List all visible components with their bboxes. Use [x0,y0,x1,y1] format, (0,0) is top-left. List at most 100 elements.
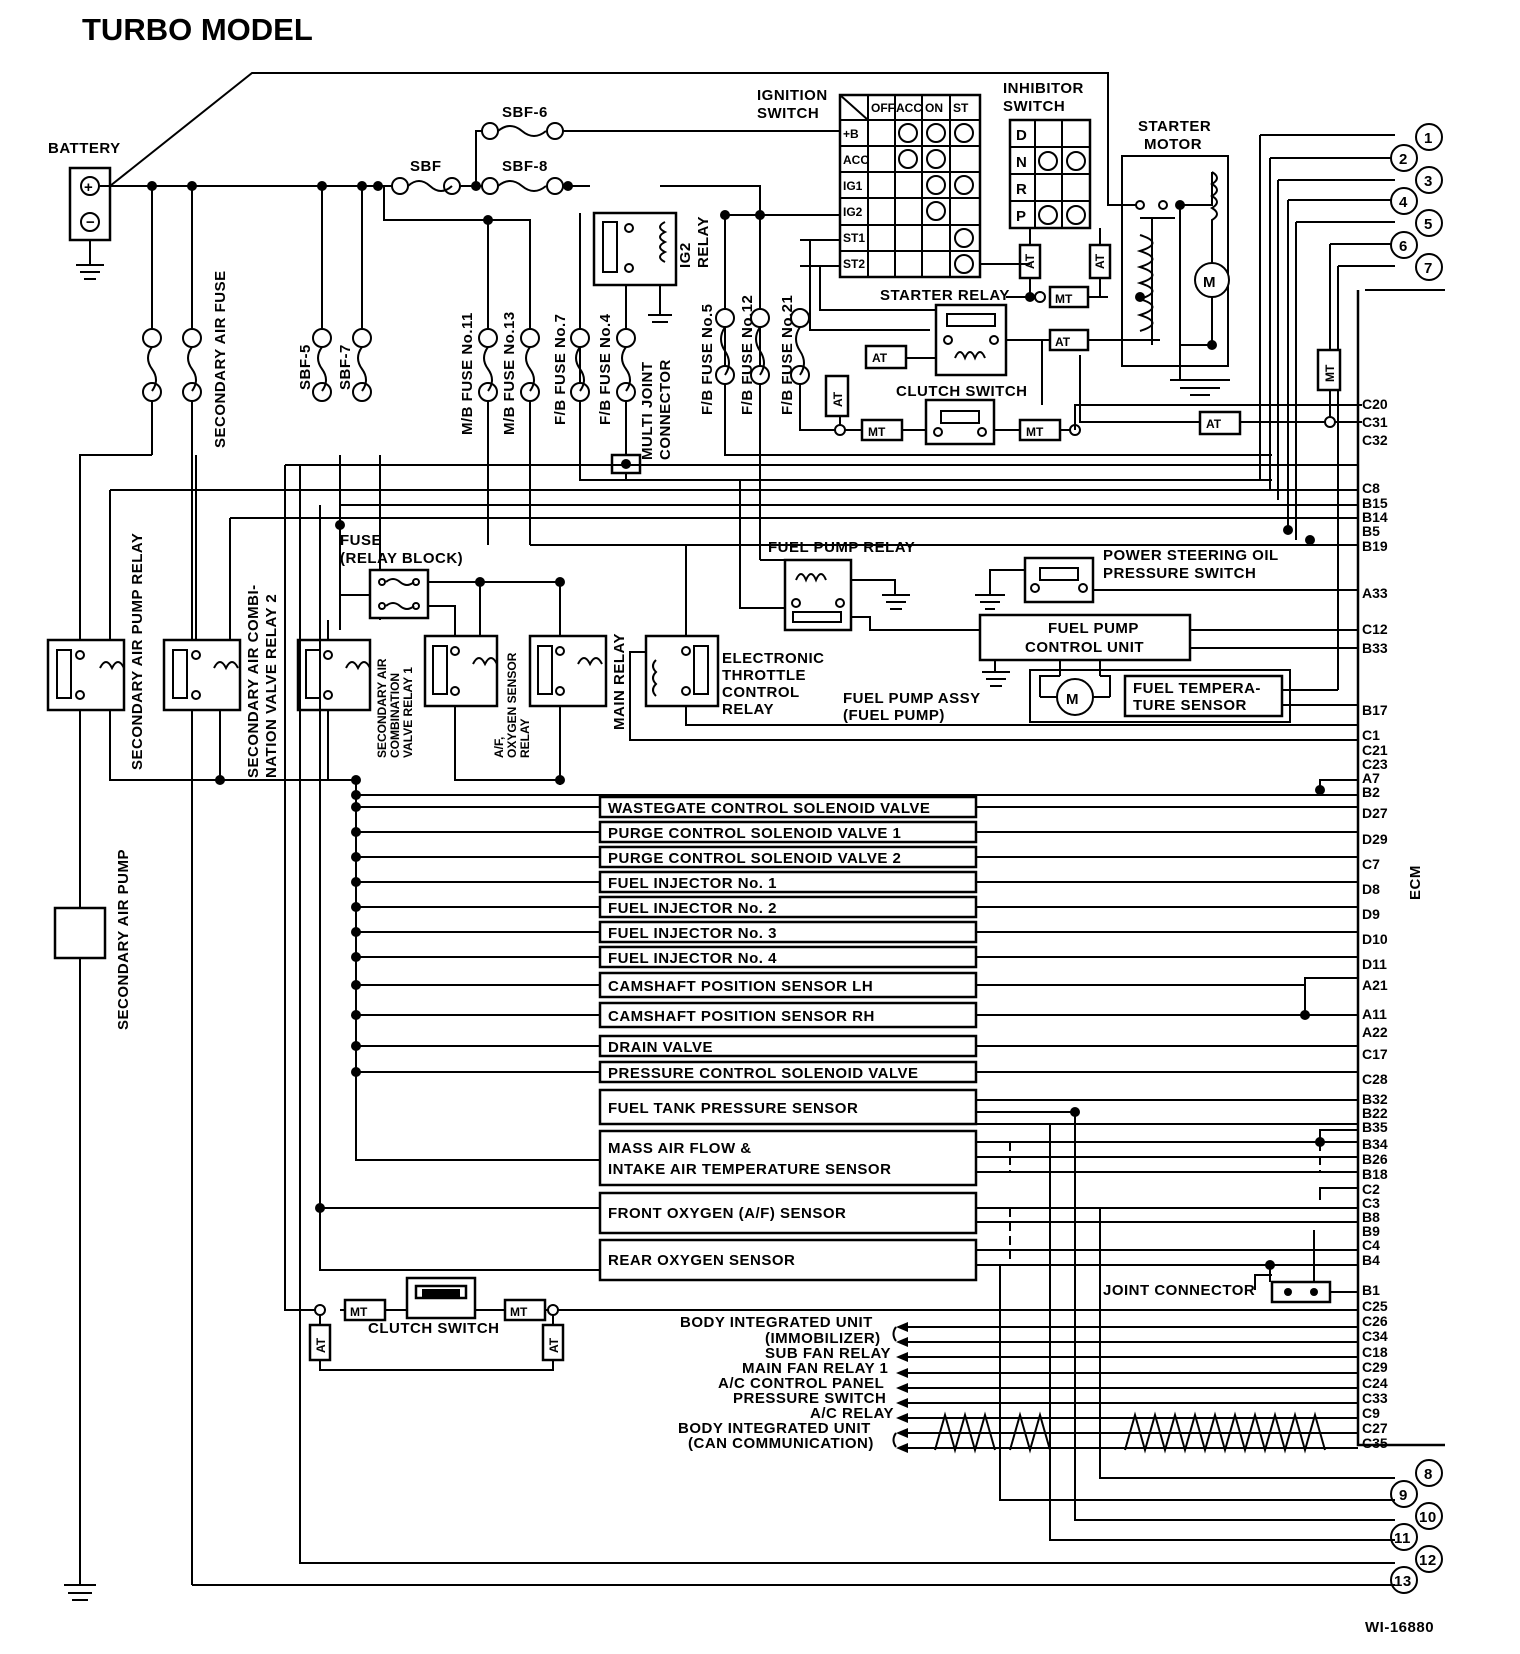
svg-text:M/B FUSE No.13: M/B FUSE No.13 [501,311,518,435]
svg-text:SBF-5: SBF-5 [297,344,314,390]
component-cam-lh: CAMSHAFT POSITION SENSOR LH [608,978,873,995]
svg-text:B2: B2 [1362,784,1380,800]
svg-text:AT: AT [314,1337,328,1353]
svg-text:C23: C23 [1362,756,1388,772]
svg-text:MAIN RELAY: MAIN RELAY [611,633,628,730]
svg-text:SECONDARY AIR COMBI-: SECONDARY AIR COMBI- [245,584,262,778]
svg-text:SBF-7: SBF-7 [337,344,354,390]
svg-text:9: 9 [1399,1487,1408,1504]
sbf8-label: SBF-8 [502,158,548,175]
svg-text:ACC: ACC [843,153,869,167]
ext-body-integrated-unit-can: BODY INTEGRATED UNIT [678,1420,871,1437]
svg-text:C4: C4 [1362,1237,1380,1253]
svg-text:F/B FUSE No.12: F/B FUSE No.12 [739,295,756,415]
svg-text:SECONDARY AIR: SECONDARY AIR [375,658,389,758]
clutch-switch-bottom-label: CLUTCH SWITCH [368,1320,499,1337]
reference-code: WI-16880 [1365,1619,1434,1636]
diagram-title: TURBO MODEL [82,12,313,47]
svg-text:C31: C31 [1362,414,1388,430]
secondary-air-pump [53,906,107,960]
clutch-switch-top-label: CLUTCH SWITCH [896,383,1027,400]
inhibitor-switch: D N R P [1008,118,1092,230]
svg-text:C25: C25 [1362,1298,1388,1314]
svg-text:AT: AT [831,391,845,407]
svg-text:C24: C24 [1362,1375,1388,1391]
svg-text:−: − [86,214,95,231]
svg-text:(RELAY BLOCK): (RELAY BLOCK) [340,550,463,567]
svg-text:B26: B26 [1362,1151,1388,1167]
component-pressure-control: PRESSURE CONTROL SOLENOID VALVE [608,1065,919,1082]
svg-text:B35: B35 [1362,1119,1388,1135]
svg-text:MT: MT [1055,292,1073,306]
svg-text:B15: B15 [1362,495,1388,511]
svg-text:C34: C34 [1362,1328,1388,1344]
svg-text:OFF: OFF [871,101,895,115]
ext-sub-fan-relay: SUB FAN RELAY [765,1345,891,1362]
svg-text:AT: AT [1206,417,1222,431]
fuse-relay-block [368,568,430,620]
svg-text:+B: +B [843,127,859,141]
ext-can-communication: (CAN COMMUNICATION) [688,1435,874,1452]
ps-oil-switch-label: POWER STEERING OIL [1103,547,1279,564]
svg-text:D: D [1016,127,1027,144]
svg-text:B33: B33 [1362,640,1388,656]
fuel-pump-assy [1029,669,1291,723]
svg-text:6: 6 [1399,238,1408,255]
svg-text:A33: A33 [1362,585,1388,601]
svg-text:C12: C12 [1362,621,1388,637]
component-purge-2: PURGE CONTROL SOLENOID VALVE 2 [608,850,901,867]
svg-text:B22: B22 [1362,1105,1388,1121]
svg-text:ACC: ACC [896,101,922,115]
component-maf: MASS AIR FLOW & [608,1140,752,1157]
svg-text:C3: C3 [1362,1195,1380,1211]
svg-text:MULTI JOINT: MULTI JOINT [639,361,656,460]
starter-motor [1121,155,1229,367]
svg-text:1: 1 [1424,130,1433,147]
svg-text:C28: C28 [1362,1071,1388,1087]
svg-text:CONNECTOR: CONNECTOR [657,359,674,460]
ecm-pins: C20 C31 C32 C8 B15 B14 B5 B19 A33 C12 B3… [1362,396,1388,1451]
svg-text:11: 11 [1394,1530,1411,1547]
svg-text:SWITCH: SWITCH [757,105,819,122]
starter-motor-label: STARTER [1138,118,1211,135]
svg-text:C35: C35 [1362,1435,1388,1451]
svg-text:M: M [1203,274,1216,291]
svg-text:A7: A7 [1362,770,1380,786]
svg-text:D11: D11 [1362,956,1387,972]
relays [46,634,720,712]
svg-text:F/B FUSE No.7: F/B FUSE No.7 [552,313,569,425]
svg-text:B5: B5 [1362,523,1380,539]
svg-text:OXYGEN SENSOR: OXYGEN SENSOR [505,652,519,758]
joint-connector-label: JOINT CONNECTOR [1103,1282,1255,1299]
af-oxygen-sensor-relay [423,634,499,708]
svg-text:CONTROL UNIT: CONTROL UNIT [1025,639,1144,656]
component-front-o2: FRONT OXYGEN (A/F) SENSOR [608,1205,846,1222]
svg-text:RELAY: RELAY [695,216,712,268]
svg-text:D8: D8 [1362,881,1380,897]
component-injector-4: FUEL INJECTOR No. 4 [608,950,777,967]
svg-text:NATION VALVE RELAY 2: NATION VALVE RELAY 2 [263,594,280,778]
component-boxes: WASTEGATE CONTROL SOLENOID VALVE PURGE C… [598,795,978,1282]
svg-text:MT: MT [1323,364,1337,382]
svg-text:M/B FUSE No.11: M/B FUSE No.11 [459,312,476,435]
fuel-pump-relay [783,558,853,632]
component-wastegate: WASTEGATE CONTROL SOLENOID VALVE [608,800,930,817]
svg-text:10: 10 [1419,1509,1437,1526]
ignition-switch-label: IGNITION [757,87,828,104]
svg-text:A/F,: A/F, [492,737,506,758]
ext-main-fan-relay: MAIN FAN RELAY 1 [742,1360,888,1377]
sbf-label: SBF [410,158,442,175]
sbf6-label: SBF-6 [502,104,548,121]
svg-text:F/B FUSE No.5: F/B FUSE No.5 [699,303,716,415]
svg-text:IG1: IG1 [843,179,863,193]
component-injector-2: FUEL INJECTOR No. 2 [608,900,777,917]
component-cam-rh: CAMSHAFT POSITION SENSOR RH [608,1008,875,1025]
svg-text:MT: MT [510,1305,528,1319]
component-drain-valve: DRAIN VALVE [608,1039,713,1056]
svg-text:B4: B4 [1362,1252,1380,1268]
component-fuel-tank-pressure: FUEL TANK PRESSURE SENSOR [608,1100,858,1117]
component-rear-o2: REAR OXYGEN SENSOR [608,1252,795,1269]
svg-text:INTAKE AIR TEMPERATURE SENSOR: INTAKE AIR TEMPERATURE SENSOR [608,1161,891,1178]
svg-text:FUEL PUMP: FUEL PUMP [1048,620,1139,637]
svg-text:C32: C32 [1362,432,1388,448]
